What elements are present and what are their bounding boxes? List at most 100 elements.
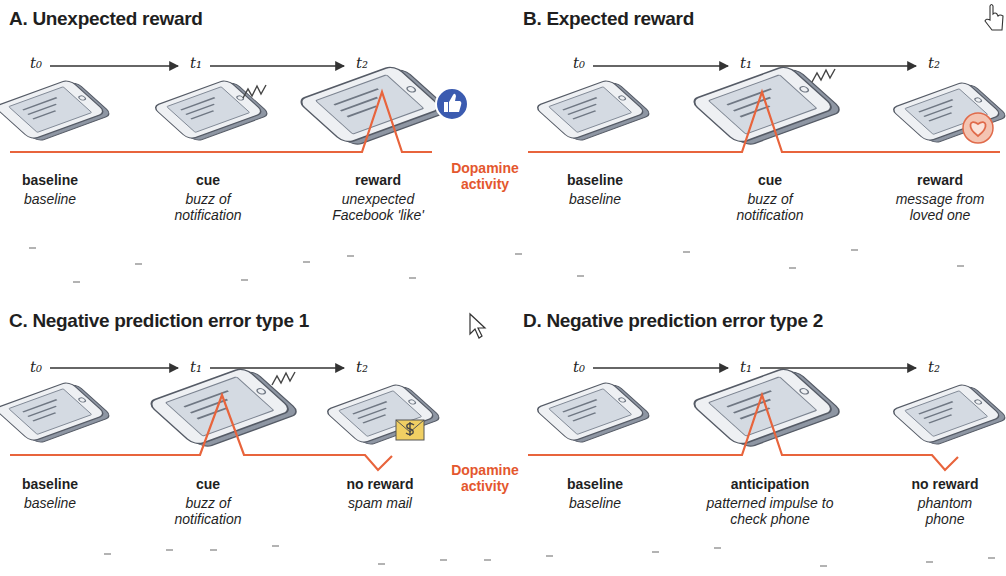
texture-dash [789,267,796,269]
texture-dash [272,545,279,547]
background-dashes [29,248,995,566]
stage-name: baseline [550,476,640,492]
texture-dash [957,265,964,267]
stage-name: no reward [890,476,1000,492]
dopamine-trace [528,92,1000,152]
stage-example: baseline [550,495,640,511]
time-arrow [210,65,344,66]
stage-name: cue [153,476,263,492]
pointer-cursor [470,314,485,338]
stage-example: patterned impulse to check phone [703,495,838,527]
stage-example: message from loved one [885,191,995,223]
phone-illustration [534,380,652,445]
stage-example: buzz of notification [715,191,825,223]
time-arrow [593,367,728,368]
texture-dash [210,549,217,551]
axis-label: Dopamine activity [443,160,527,192]
time-arrow [210,367,344,368]
stage-name: no reward [325,476,435,492]
panel-title: B. Expected reward [520,8,697,30]
stage-name: baseline [5,476,95,492]
texture-dash [166,549,173,551]
time-label: t₂ [928,55,940,72]
texture-dash [577,275,584,277]
texture-dash [73,281,80,283]
texture-dash [683,251,690,253]
stage-example: buzz of notification [153,495,263,527]
texture-dash [820,565,827,567]
stage-name: reward [323,172,433,188]
time-arrow [593,65,728,66]
buzz-mark [272,372,295,385]
time-label: t₁ [190,359,202,376]
stage-example: buzz of notification [153,191,263,223]
time-label: t₂ [356,359,368,376]
stage-example: baseline [5,191,95,207]
stage-name: anticipation [715,476,825,492]
panel-title: D. Negative prediction error type 2 [520,310,826,332]
time-label: t₁ [740,55,752,72]
buzz-mark [812,69,835,82]
phone-illustration [297,64,451,148]
phone-illustration [152,78,270,143]
time-label: t₁ [190,55,202,72]
time-label: t₁ [740,359,752,376]
heart-icon [963,113,993,143]
buzz-mark [243,85,266,98]
texture-dash [104,553,111,555]
texture-dash [135,263,142,265]
stage-name: cue [153,172,263,188]
stage-name: baseline [550,172,640,188]
texture-dash [652,551,659,553]
stage-name: reward [885,172,995,188]
panel-title: C. Negative prediction error type 1 [6,310,312,332]
phone-illustration [0,78,113,143]
time-label: t₀ [573,55,585,72]
texture-dash [926,561,933,563]
texture-dash [241,279,248,281]
like-icon [436,88,468,120]
texture-dash [29,247,36,249]
phone-illustration [147,366,301,450]
texture-dash [484,559,491,561]
time-label: t₀ [573,359,585,376]
panel-title: A. Unexpected reward [6,8,206,30]
hand-cursor [985,5,1003,31]
time-arrow [760,367,916,368]
axis-label: Dopamine activity [443,462,527,494]
texture-dash [714,547,721,549]
phone-illustration [890,382,1006,447]
texture-dash [546,555,553,557]
time-arrow [760,65,916,66]
phone-illustration [324,382,442,447]
phone-illustration [890,80,1006,145]
texture-dash [515,253,522,255]
stage-example: spam mail [335,495,425,511]
time-arrow [50,367,178,368]
time-label: t₂ [356,55,368,72]
texture-dash [409,277,416,279]
time-label: t₀ [30,55,42,72]
stage-name: cue [715,172,825,188]
time-label: t₀ [30,359,42,376]
stage-name: baseline [5,172,95,188]
phone-illustration [534,78,652,143]
texture-dash [440,559,447,561]
dopamine-trace [10,395,392,470]
texture-dash [303,261,310,263]
dopamine-trace [528,395,958,470]
stage-example: unexpected Facebook 'like' [318,191,438,223]
texture-dash [988,557,995,559]
texture-dash [378,563,385,565]
stage-example: baseline [5,495,95,511]
stage-example: baseline [550,191,640,207]
texture-dash [851,249,858,251]
time-label: t₂ [928,359,940,376]
texture-dash [347,255,354,257]
time-arrow [50,65,178,66]
stage-example: phantom phone [905,495,985,527]
phone-illustration [0,380,113,445]
spam-envelope-icon [396,420,424,440]
dopamine-trace [10,92,432,152]
